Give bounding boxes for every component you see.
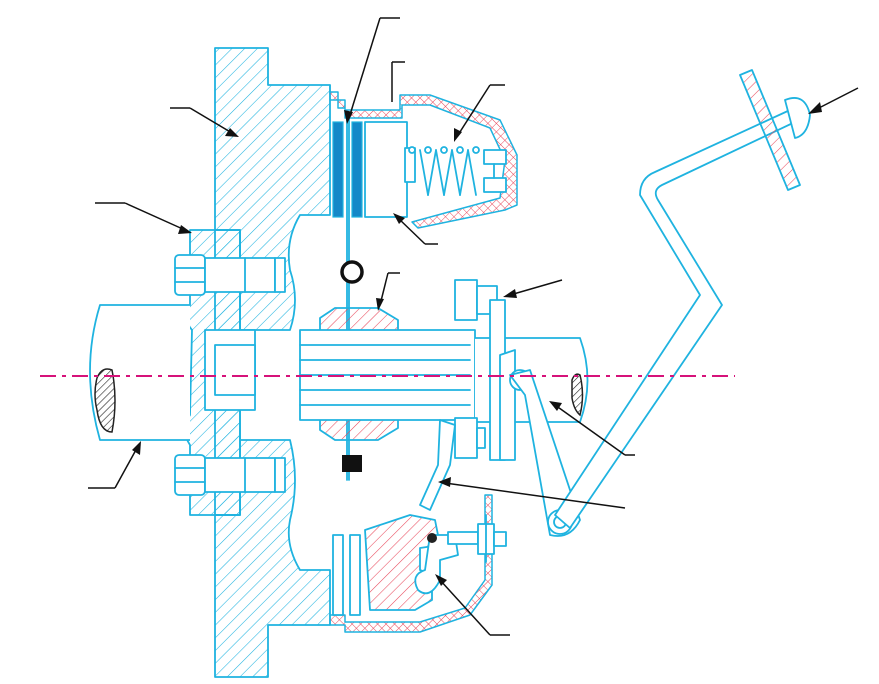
damper-spring-lower xyxy=(342,455,362,472)
adjusting-nut xyxy=(447,514,507,563)
leader-release-bearing xyxy=(503,279,563,298)
friction-disc-upper-2 xyxy=(351,121,363,218)
leader-clutch-cover xyxy=(391,61,405,102)
leader-crankshaft xyxy=(88,441,141,489)
release-lever-pivot xyxy=(427,533,437,543)
release-fork xyxy=(499,349,516,461)
pressure-spring xyxy=(408,146,507,196)
release-fork-lower xyxy=(419,419,456,511)
flywheel-bolt-upper xyxy=(174,254,286,296)
clutch-cover-lower xyxy=(329,494,493,633)
leader-pressure-spring xyxy=(454,84,505,142)
pedal-pad xyxy=(739,69,811,191)
leader-clutch-shaft xyxy=(549,401,635,456)
pedal-arm xyxy=(554,109,796,529)
friction-disc-upper-1 xyxy=(332,121,344,218)
leader-friction-disc xyxy=(344,17,400,124)
crankshaft-section xyxy=(94,368,116,433)
leader-clutch-hub xyxy=(376,272,400,311)
leader-pressure-plate xyxy=(393,213,438,245)
damper-spring-upper xyxy=(340,260,364,284)
friction-disc-lower-2 xyxy=(349,534,361,616)
flywheel-bolt-lower xyxy=(174,454,286,496)
clutch-cover-upper xyxy=(329,84,518,229)
leader-pedal-pad xyxy=(808,87,859,114)
leader-release-fork xyxy=(438,477,626,509)
release-lever xyxy=(509,369,581,537)
leader-release-lever xyxy=(435,574,510,636)
leader-flywheel-bolt xyxy=(95,202,192,234)
pressure-plate-upper xyxy=(364,121,408,218)
clutch-shaft-section xyxy=(571,373,584,417)
leader-flywheel xyxy=(170,107,239,137)
flywheel-lower xyxy=(214,439,331,678)
friction-disc-lower-1 xyxy=(332,534,344,616)
